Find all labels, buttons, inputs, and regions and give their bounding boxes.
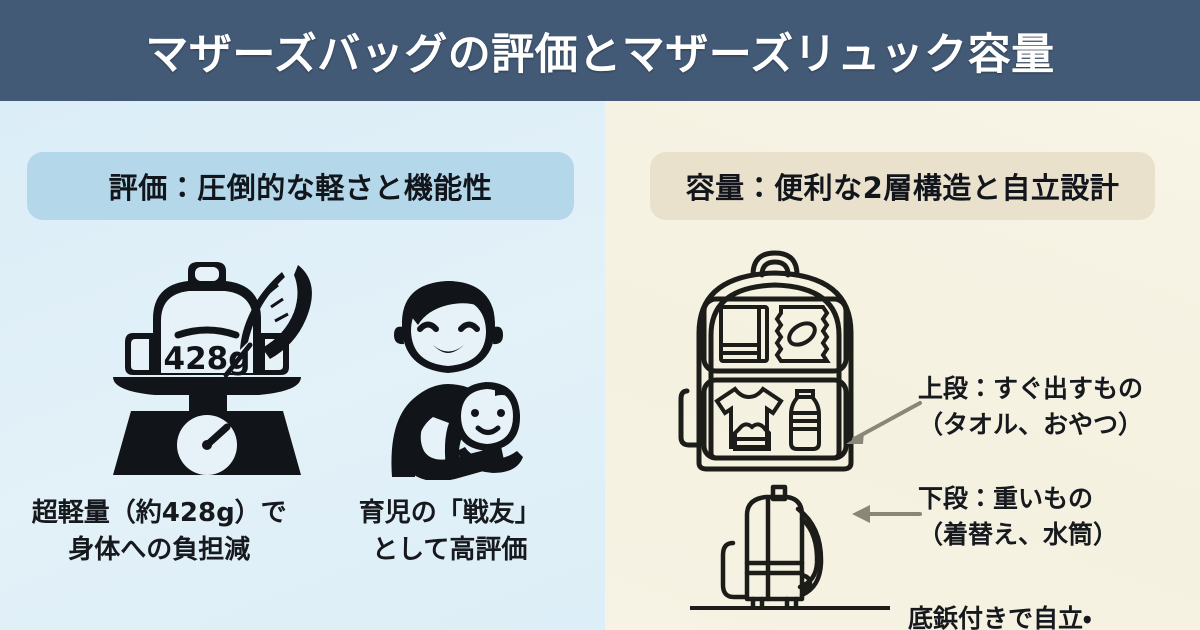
badge-evaluation-label: 評価：圧倒的な軽さと機能性 [108,171,493,205]
parent-holding-baby-figure [345,265,560,482]
annotation-lower-compartment: 下段：重いもの （着替え、水筒） [918,484,1119,549]
backpack-standing-icon [688,484,892,610]
arrow-to-lower-compartment [852,505,922,523]
backpack-cutaway-icon [678,250,854,472]
caption-lightweight: 超軽量（約428g）で 身体への負担減 [31,498,287,565]
badge-capacity: 容量：便利な2層構造と自立設計 [650,152,1155,220]
page-title: マザーズバッグの評価とマザーズリュック容量 [145,29,1055,80]
backpack-on-scale-figure: 428g [85,249,335,479]
backpack-standing-figure [688,471,892,621]
panel-capacity: 容量：便利な2層構造と自立設計 [605,101,1200,630]
snack-bag-icon [774,305,831,363]
parent-baby-icon [391,281,523,482]
header-bar: マザーズバッグの評価とマザーズリュック容量 [0,0,1200,101]
towel-icon [719,305,769,363]
arrow-to-upper-compartment [846,401,922,444]
left-captions: 超軽量（約428g）で 身体への負担減 育児の「戦友」 として高評価 [0,495,605,569]
annotation-upper-compartment: 上段：すぐ出すもの （タオル、おやつ） [918,374,1144,439]
backpack-cutaway-figure [673,241,878,473]
panels-container: 評価：圧倒的な軽さと機能性 [0,101,1200,630]
annotation-bottom-studs: 底鋲付きで自立・ 荷物が探しやすい [908,604,1092,630]
kitchen-scale-icon: 428g [113,262,312,475]
left-figures: 428g [0,249,605,489]
water-bottle-icon [789,389,821,451]
folded-clothes-icon [733,422,771,451]
panel-evaluation: 評価：圧倒的な軽さと機能性 [0,101,605,630]
badge-capacity-label: 容量：便利な2層構造と自立設計 [685,171,1120,205]
tshirt-icon [714,386,784,449]
feather-icon [223,265,312,378]
badge-evaluation: 評価：圧倒的な軽さと機能性 [27,152,574,220]
caption-highly-rated: 育児の「戦友」 として高評価 [358,498,541,565]
